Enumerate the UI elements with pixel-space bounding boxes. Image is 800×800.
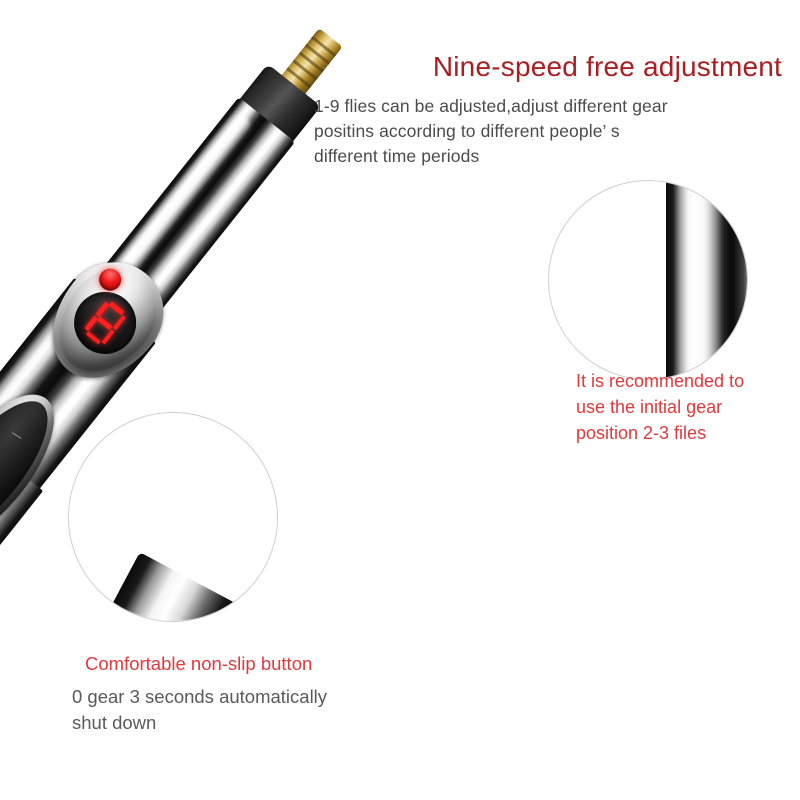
- decrease-button[interactable]: –: [7, 423, 28, 447]
- body-highlight: [90, 111, 255, 310]
- upper-shaft: [83, 97, 296, 338]
- page-subtitle: 1-9 flies can be adjusted,adjust differe…: [314, 94, 784, 169]
- magnifier-led-display: [548, 180, 748, 380]
- magnifier-button-pad: – +: [68, 412, 278, 622]
- magnified-button-scene: – +: [69, 413, 277, 621]
- black-collar: [232, 63, 321, 151]
- led-display-housing: [28, 241, 185, 402]
- seven-segment-digit: [82, 299, 128, 348]
- magnified-led-scene: [549, 181, 747, 379]
- subtitle-line-2: positins according to different people’ …: [314, 121, 620, 141]
- callout-right-line-2: use the initial gear: [576, 397, 723, 417]
- control-pad-surface[interactable]: – +: [0, 384, 67, 555]
- callout-nonslip-title: Comfortable non-slip button: [85, 653, 313, 674]
- gear-display: [61, 279, 149, 367]
- callout-left-line-1: 0 gear 3 seconds automatically: [72, 686, 328, 707]
- page-title: Nine-speed free adjustment: [432, 51, 782, 82]
- callout-recommended-gear: It is recommended to use the initial gea…: [576, 368, 791, 446]
- power-button[interactable]: [94, 264, 126, 296]
- grip-barrel: [0, 421, 44, 593]
- connector-pin-icon: [259, 95, 288, 126]
- callout-right-line-1: It is recommended to: [576, 371, 745, 391]
- control-button-pad[interactable]: – +: [0, 374, 77, 564]
- subtitle-line-3: different time periods: [314, 146, 480, 166]
- callout-left-line-2: shut down: [72, 712, 157, 733]
- magnifier-left-clip: – +: [69, 413, 277, 621]
- callout-nonslip-body: 0 gear 3 seconds automatically shut down: [72, 684, 402, 736]
- subtitle-line-1: 1-9 flies can be adjusted,adjust differe…: [314, 96, 668, 116]
- magnifier-right-clip: [549, 181, 747, 379]
- callout-right-line-3: position 2-3 files: [576, 423, 707, 443]
